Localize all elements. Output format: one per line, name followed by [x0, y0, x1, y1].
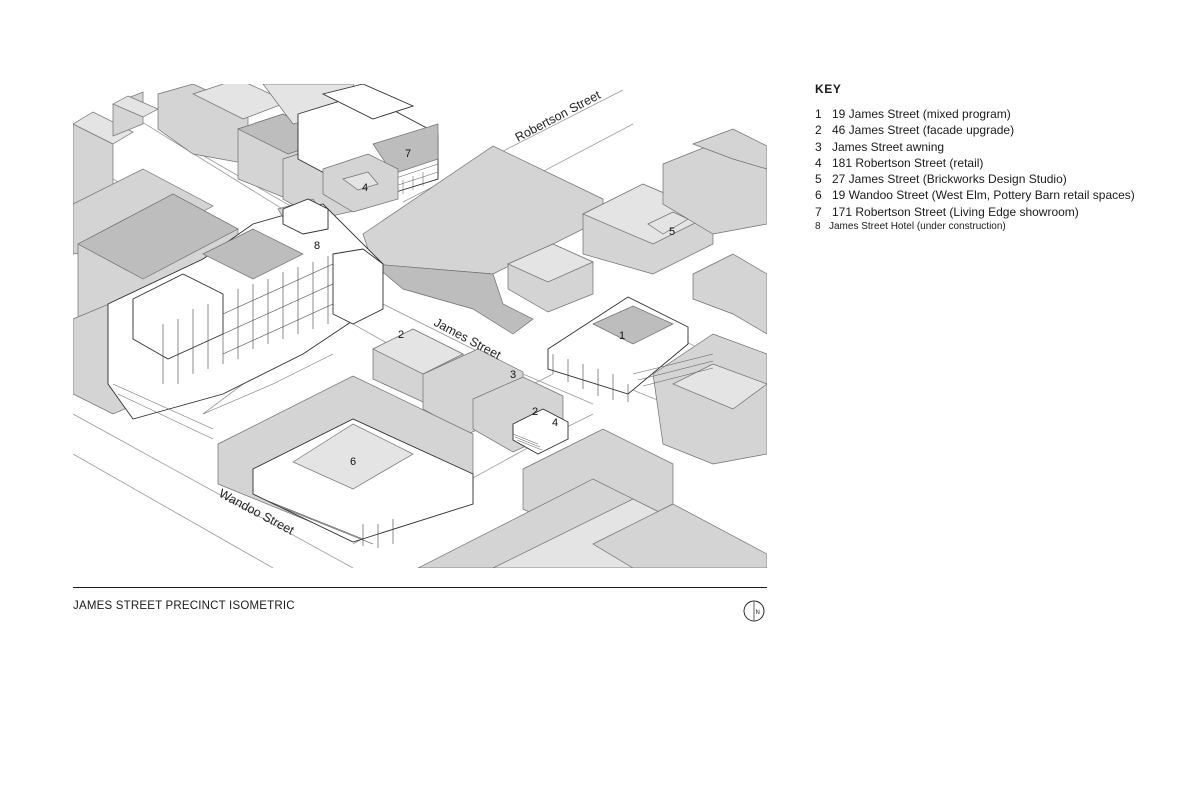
key-item-label: James Street Hotel (under construction) [829, 221, 1006, 233]
marker-4-james: 4 [552, 417, 558, 429]
marker-1: 1 [619, 330, 625, 342]
marker-6: 6 [350, 456, 356, 468]
key-item: 5 27 James Street (Brickworks Design Stu… [815, 171, 1185, 187]
marker-4-robertson: 4 [362, 182, 368, 194]
key-item-number: 6 [815, 188, 822, 203]
key-item-number: 8 [815, 221, 821, 233]
key-item: 4 181 Robertson Street (retail) [815, 155, 1185, 171]
key-item-label: 181 Robertson Street (retail) [832, 155, 984, 170]
marker-5: 5 [669, 226, 675, 238]
building-1: 1 [547, 296, 689, 402]
key-item-label: 19 Wandoo Street (West Elm, Pottery Barn… [832, 188, 1135, 203]
caption-divider [73, 587, 767, 588]
building-large-central [362, 145, 604, 335]
key-item-label: 27 James Street (Brickworks Design Studi… [832, 172, 1067, 187]
building-6: 6 [217, 375, 474, 548]
building-8-hotel: 8 [107, 198, 384, 440]
key-item: 8 James Street Hotel (under construction… [815, 220, 1185, 233]
marker-3: 3 [510, 369, 516, 381]
marker-2-right: 2 [532, 406, 538, 418]
key-item-label: 19 James Street (mixed program) [832, 107, 1011, 121]
marker-7: 7 [405, 148, 411, 160]
north-label: N [756, 610, 760, 616]
building-4: 4 [322, 153, 399, 213]
key-item: 2 46 James Street (facade upgrade) [815, 122, 1185, 138]
north-arrow-icon: N [743, 600, 765, 622]
key-item-label: 46 James Street (facade upgrade) [832, 123, 1015, 138]
key-item-number: 5 [815, 172, 822, 187]
background-buildings-bottom-right [417, 428, 767, 568]
isometric-diagram: 7 4 5 1 [73, 84, 767, 568]
key-item-label: James Street awning [832, 139, 945, 154]
diagram-caption: JAMES STREET PRECINCT ISOMETRIC [73, 600, 295, 612]
key-item-number: 4 [815, 155, 822, 170]
key-title: KEY [815, 82, 842, 96]
building-5-group: 5 [582, 128, 767, 335]
key-item-number: 2 [815, 123, 822, 138]
key-item-number: 1 [815, 107, 822, 121]
key-item-number: 7 [815, 204, 822, 219]
key-item: 6 19 Wandoo Street (West Elm, Pottery Ba… [815, 187, 1185, 203]
building-right-lower [632, 333, 767, 465]
building-2-group: 2 2 3 4 [372, 328, 569, 455]
key-item: 3 James Street awning [815, 139, 1185, 155]
key-item: 1 19 James Street (mixed program) [815, 106, 1185, 122]
street-label-robertson: Robertson Street [513, 88, 603, 145]
key-item-label: 171 Robertson Street (Living Edge showro… [832, 204, 1079, 219]
key-item: 7 171 Robertson Street (Living Edge show… [815, 204, 1185, 220]
marker-2-left: 2 [398, 329, 404, 341]
legend-key: KEY 1 19 James Street (mixed program) 2 … [815, 82, 1185, 233]
key-item-number: 3 [815, 139, 822, 154]
marker-8: 8 [314, 240, 320, 252]
